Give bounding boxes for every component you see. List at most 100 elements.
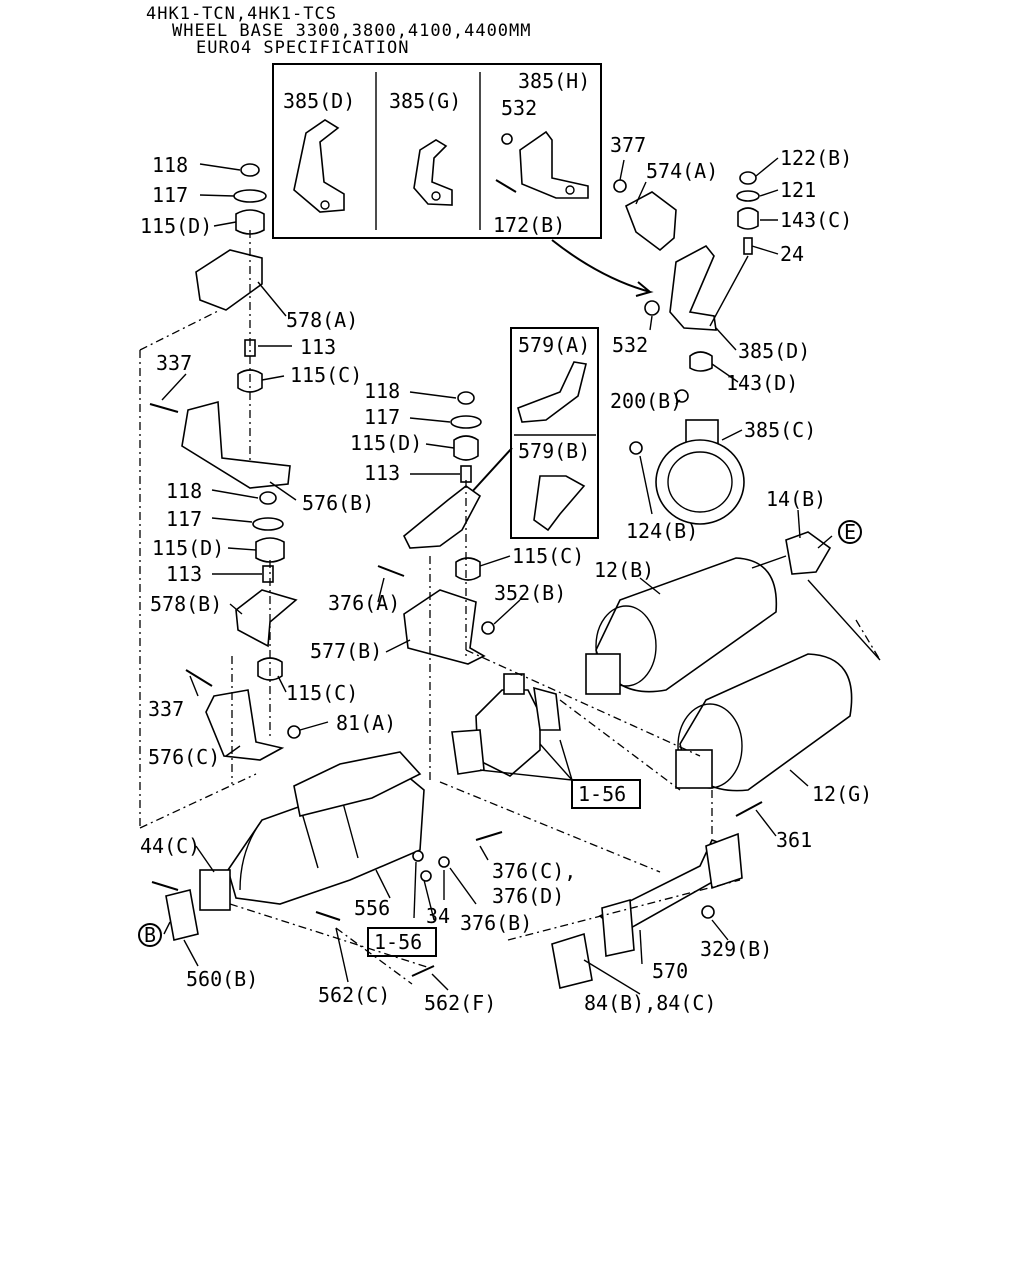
nut-81a-drawing: [287, 725, 301, 739]
inset-frame: [510, 327, 599, 539]
callout-118: 118: [364, 379, 400, 403]
inset-label-385g: 385(G): [389, 89, 461, 113]
callout-113: 113: [166, 562, 202, 586]
callout-115c: 115(C): [512, 544, 584, 568]
callout-115d: 115(D): [140, 214, 212, 238]
callout-115c: 115(C): [290, 363, 362, 387]
callout-376b: 376(B): [460, 911, 532, 935]
washer-117-drawing: [252, 517, 284, 531]
inset-frame: [272, 63, 602, 239]
bolt-200b-drawing: [675, 389, 689, 403]
rubber-143d-drawing: [689, 351, 713, 372]
connection-marker-e[interactable]: E: [838, 520, 862, 544]
nut-122b-drawing: [739, 171, 757, 185]
rubber-143c-drawing: [737, 207, 759, 230]
callout-115d: 115(D): [152, 536, 224, 560]
callout-562c: 562(C): [318, 983, 390, 1007]
exhaust-valve: [451, 673, 561, 777]
flange-drawing: [585, 653, 621, 695]
callout-labels: 118 117 115(D) 578(A) 113 115(C) 337 576…: [140, 133, 872, 1015]
bracket-variants-inset: 385(D) 385(G) 385(H) 532 172(B): [272, 63, 602, 239]
inset-label-532: 532: [501, 96, 537, 120]
rubber-115d-drawing: [235, 209, 265, 235]
callout-578a: 578(A): [286, 308, 358, 332]
callout-200b: 200(B): [610, 389, 682, 413]
collar-113-drawing: [460, 465, 472, 483]
callout-329b: 329(B): [700, 937, 772, 961]
bolt-44c-drawing: [151, 881, 179, 891]
nut-377-drawing: [613, 179, 627, 193]
nut-118-drawing: [457, 391, 475, 405]
callout-556: 556: [354, 896, 390, 920]
washer-121-drawing: [736, 190, 760, 202]
callout-337: 337: [148, 697, 184, 721]
nut-532-drawing: [501, 133, 513, 145]
inset-pointer-arrow: [551, 239, 654, 297]
bracket-578b-drawing: [235, 589, 298, 648]
nut-drawing: [420, 870, 432, 882]
callout-337: 337: [156, 351, 192, 375]
nut-329b-drawing: [701, 905, 715, 919]
callout-121: 121: [780, 178, 816, 202]
callout-12b: 12(B): [594, 558, 654, 582]
callout-385c: 385(C): [744, 418, 816, 442]
gasket-drawing: [451, 729, 485, 775]
bracket-385d-drawing: [669, 244, 717, 331]
inset-label-385d: 385(D): [283, 89, 355, 113]
callout-84b-84c: 84(B),84(C): [584, 991, 716, 1015]
callout-113: 113: [364, 461, 400, 485]
inset-pointer-arrow: [469, 447, 513, 495]
dpf-assembly: [199, 751, 425, 911]
callout-376c: 376(C),: [492, 859, 576, 883]
callout-117: 117: [166, 507, 202, 531]
washer-117-drawing: [233, 189, 267, 203]
callout-118: 118: [166, 479, 202, 503]
connection-marker-b[interactable]: B: [138, 923, 162, 947]
callout-34: 34: [426, 904, 450, 928]
bracket-385d-drawing: [293, 119, 345, 213]
callout-576b: 576(B): [302, 491, 374, 515]
muffler-lower: [675, 653, 853, 792]
callout-377: 377: [610, 133, 646, 157]
ref-label: 1-56: [374, 930, 422, 954]
callout-14b: 14(B): [766, 487, 826, 511]
bracket-385h-drawing: [519, 130, 589, 199]
muffler-upper: [585, 557, 778, 695]
gasket-drawing: [533, 686, 561, 731]
bracket-579a-drawing: [517, 361, 587, 423]
bracket-579b-drawing: [533, 475, 586, 532]
callout-24: 24: [780, 242, 804, 266]
ref-label: 1-56: [578, 782, 626, 806]
flange-drawing: [601, 898, 635, 957]
nut-118-drawing: [240, 163, 260, 177]
leader-lines: [161, 157, 833, 995]
callout-576c: 576(C): [148, 745, 220, 769]
header-engine-models: 4HK1-TCN,4HK1-TCS: [146, 4, 337, 24]
reference-box-1-56-lower[interactable]: 1-56: [367, 927, 437, 957]
inset-label-579b: 579(B): [518, 439, 590, 463]
callout-143d: 143(D): [726, 371, 798, 395]
header-wheel-base: WHEEL BASE 3300,3800,4100,4400MM: [172, 21, 532, 41]
gasket-84-drawing: [551, 932, 593, 989]
callout-376a: 376(A): [328, 591, 400, 615]
nut-drawing: [412, 850, 424, 862]
bolt-361-drawing: [735, 801, 763, 817]
bracket-574a-drawing: [625, 191, 677, 252]
bracket-578a-drawing: [195, 249, 263, 311]
hanger-right: [613, 171, 760, 525]
bracket-385g-drawing: [413, 139, 453, 206]
flange-drawing: [675, 749, 713, 789]
exhaust-valve-drawing: [475, 689, 541, 777]
reference-box-1-56-upper[interactable]: 1-56: [571, 779, 641, 809]
gasket-560b-drawing: [165, 889, 199, 941]
callout-118: 118: [152, 153, 188, 177]
nut-352b-drawing: [481, 621, 495, 635]
mount-stack-lower-left: [185, 491, 301, 761]
callout-574a: 574(A): [646, 159, 718, 183]
rubber-115c-drawing: [455, 557, 481, 581]
inset-label-172b: 172(B): [493, 213, 565, 237]
bolt-376a-drawing: [377, 565, 405, 577]
collar-24-drawing: [743, 237, 753, 255]
